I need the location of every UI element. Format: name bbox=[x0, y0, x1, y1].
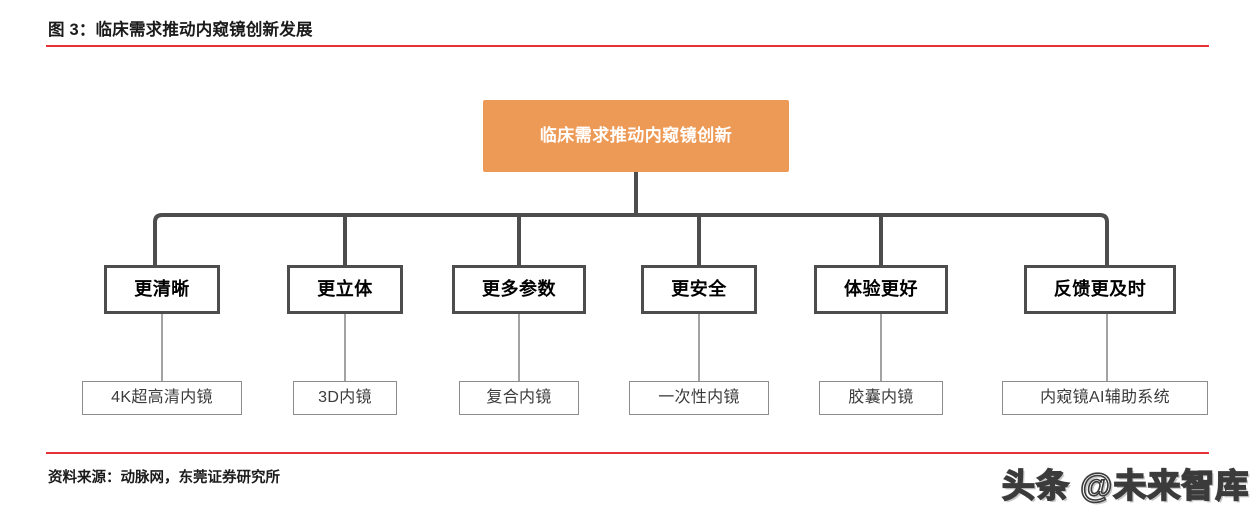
leaf-node-1[interactable]: 4K超高清内镜 bbox=[82, 381, 242, 415]
root-node[interactable]: 临床需求推动内窥镜创新 bbox=[483, 100, 789, 172]
source-note: 资料来源：动脉网，东莞证券研究所 bbox=[48, 470, 280, 486]
branch-node-3[interactable]: 更多参数 bbox=[452, 265, 586, 314]
branch-node-2[interactable]: 更立体 bbox=[287, 265, 403, 314]
leaf-node-2[interactable]: 3D内镜 bbox=[293, 381, 397, 415]
branch-node-6[interactable]: 反馈更及时 bbox=[1024, 265, 1176, 314]
leaf-node-4[interactable]: 一次性内镜 bbox=[629, 381, 769, 415]
branch-node-5[interactable]: 体验更好 bbox=[814, 265, 948, 314]
leaf-node-5[interactable]: 胶囊内镜 bbox=[819, 381, 943, 415]
branch-node-1[interactable]: 更清晰 bbox=[104, 265, 220, 314]
watermark: 头条 @未来智库 bbox=[1001, 466, 1250, 505]
footer-divider bbox=[46, 452, 1209, 454]
leaf-node-3[interactable]: 复合内镜 bbox=[459, 381, 579, 415]
branch-node-4[interactable]: 更安全 bbox=[641, 265, 757, 314]
leaf-node-6[interactable]: 内窥镜AI辅助系统 bbox=[1002, 381, 1208, 415]
title-divider bbox=[46, 45, 1209, 47]
page-title: 图 3：临床需求推动内窥镜创新发展 bbox=[48, 21, 313, 39]
